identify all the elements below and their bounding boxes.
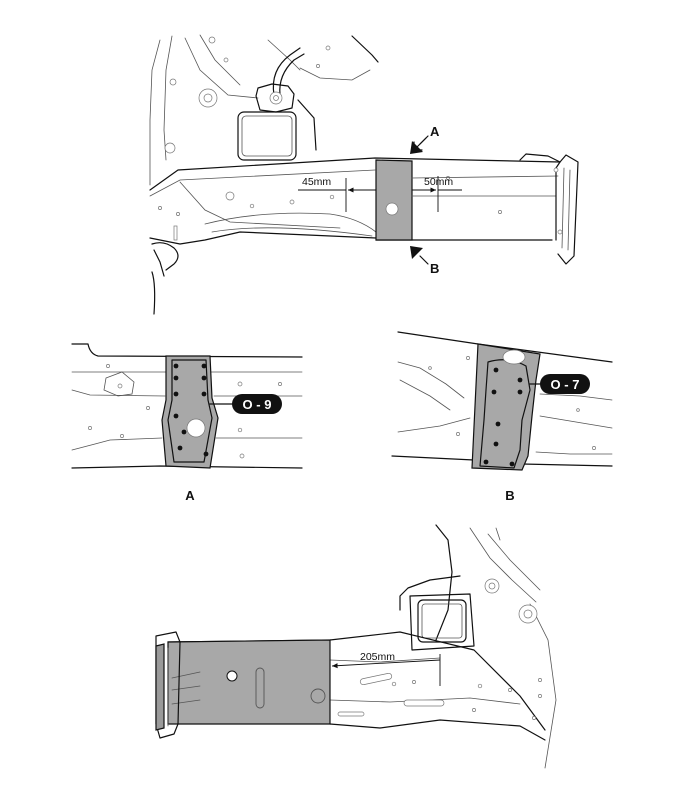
dim-left-label: 45mm xyxy=(302,176,331,188)
detail-a-view: O - 9 A xyxy=(71,343,303,503)
weld-spots-a xyxy=(173,363,209,457)
dim-right: 50mm xyxy=(412,176,462,212)
view-label-b: B xyxy=(505,488,514,503)
cut-section-band xyxy=(375,159,413,241)
arrow-a-label: A xyxy=(430,124,440,139)
dim-bottom-label: 205mm xyxy=(360,651,395,663)
callout-a: O - 9 xyxy=(243,397,272,412)
view-label-a: A xyxy=(185,488,195,503)
cut-section-rear xyxy=(167,639,331,725)
top-frame-view: 45mm 50mm A B xyxy=(149,34,579,315)
detail-b-view: O - 7 B xyxy=(391,331,613,503)
callout-a-bg xyxy=(232,394,282,414)
dim-right-label: 50mm xyxy=(424,176,453,188)
callout-b-bg xyxy=(540,374,590,394)
dim-left: 45mm xyxy=(298,176,376,212)
view-arrow-a: A xyxy=(410,124,440,154)
arrow-b-label: B xyxy=(430,261,439,276)
patch-panel-b xyxy=(471,343,541,471)
callout-b: O - 7 xyxy=(551,377,580,392)
weld-spots-b xyxy=(483,367,523,467)
patch-panel-a xyxy=(161,355,219,469)
dim-bottom: 205mm xyxy=(331,651,441,686)
view-arrow-b: B xyxy=(410,246,439,276)
bottom-frame-view: 205mm xyxy=(155,524,557,769)
